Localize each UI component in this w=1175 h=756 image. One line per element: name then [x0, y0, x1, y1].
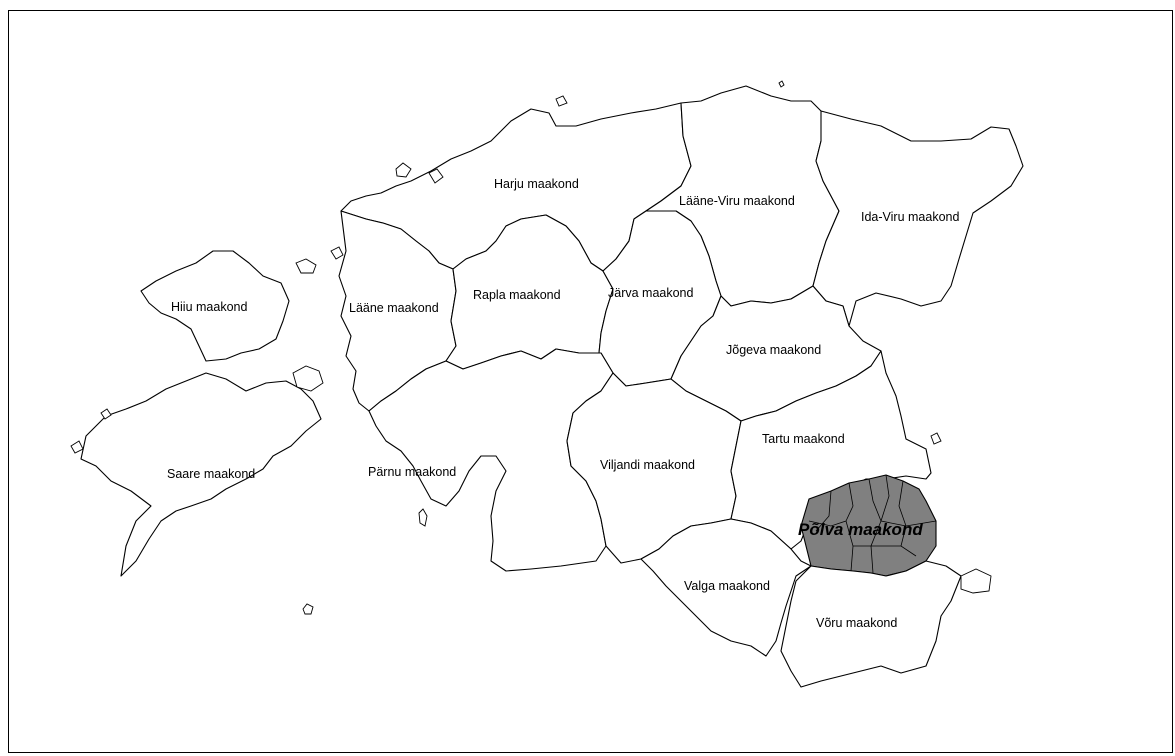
county-area-hiiu[interactable]	[140, 250, 290, 362]
label-ida-viru: Ida-Viru maakond	[861, 210, 959, 224]
label-harju: Harju maakond	[494, 177, 579, 191]
islet-prangli	[555, 95, 568, 107]
islet-north-1	[395, 162, 412, 178]
islet-saare-west	[70, 440, 84, 454]
label-laane-viru: Lääne-Viru maakond	[679, 194, 795, 208]
islet-vormsi	[295, 258, 317, 274]
county-area-valga[interactable]	[640, 518, 812, 657]
map-frame: Harju maakond Lääne-Viru maakond Ida-Vir…	[8, 10, 1173, 753]
islet-west-coast	[330, 246, 344, 260]
label-jogeva: Jõgeva maakond	[726, 343, 821, 357]
label-viljandi: Viljandi maakond	[600, 458, 695, 472]
county-area-ida-viru[interactable]	[812, 110, 1024, 327]
label-hiiu: Hiiu maakond	[171, 300, 247, 314]
islet-dot-north	[778, 80, 785, 88]
label-jarva: Järva maakond	[608, 286, 694, 300]
county-area-saare[interactable]	[80, 372, 322, 577]
label-laane: Lääne maakond	[349, 301, 439, 315]
islet-pskov-edge	[960, 568, 992, 594]
county-area-voru[interactable]	[780, 560, 962, 688]
islet-saare-north	[100, 408, 112, 420]
estonia-county-map: Harju maakond Lääne-Viru maakond Ida-Vir…	[70, 80, 1024, 688]
label-voru: Võru maakond	[816, 616, 897, 630]
label-rapla: Rapla maakond	[473, 288, 561, 302]
islet-ruhnu	[302, 603, 314, 615]
polva-municipality-borders	[808, 474, 937, 574]
label-polva: Põlva maakond	[798, 520, 923, 539]
label-parnu: Pärnu maakond	[368, 465, 456, 479]
islet-kihnu	[418, 508, 428, 527]
islet-muhu	[292, 365, 324, 392]
label-tartu: Tartu maakond	[762, 432, 845, 446]
islet-east-peipsi	[930, 432, 942, 445]
islet-north-2	[428, 168, 444, 184]
label-saare: Saare maakond	[167, 467, 255, 481]
label-valga: Valga maakond	[684, 579, 770, 593]
